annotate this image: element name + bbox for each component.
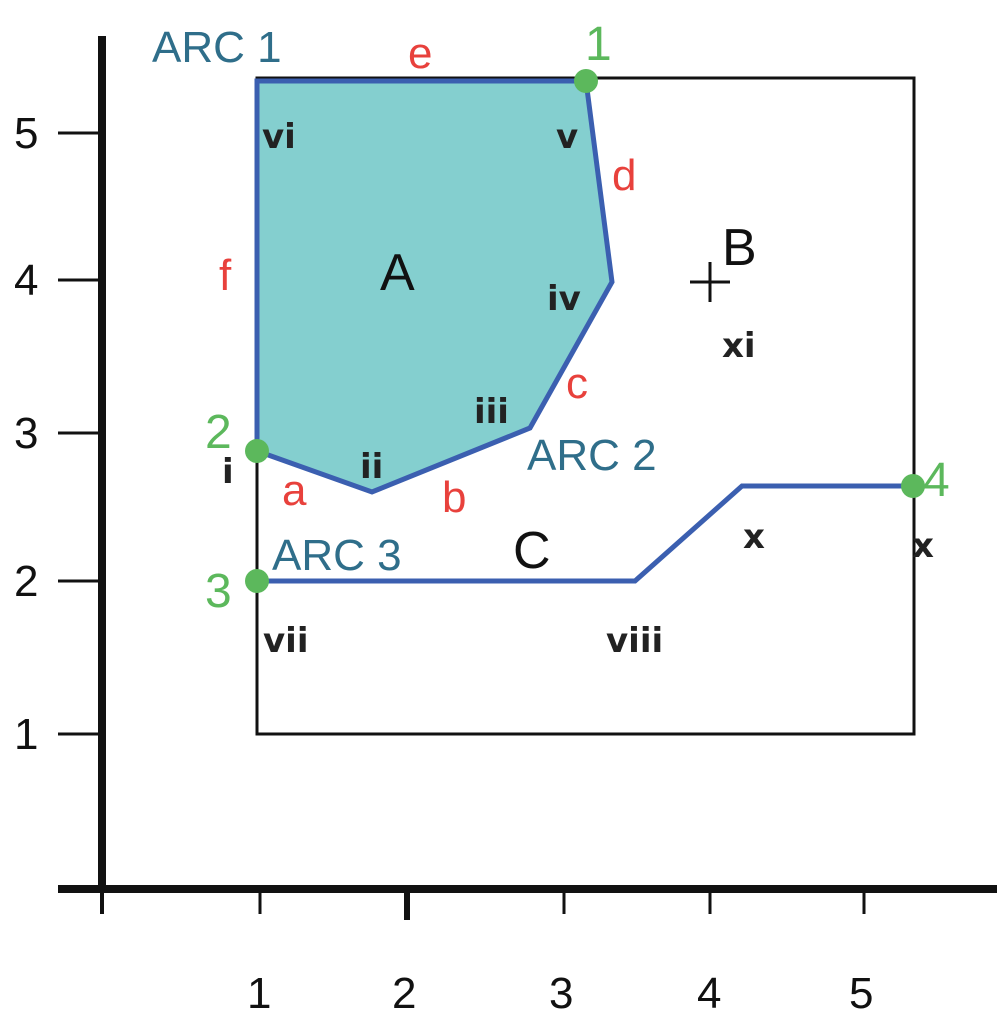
polygon-label-c: C <box>513 522 551 580</box>
vertex-label-x-inner: x <box>743 517 765 557</box>
vertex-label-iv: iv <box>547 279 581 319</box>
x-tick-label-3: 3 <box>549 969 573 1017</box>
y-tick-label-1: 1 <box>14 710 38 759</box>
edge-label-e: e <box>408 29 432 78</box>
node-3-dot <box>245 569 269 593</box>
polygon-a <box>257 81 612 492</box>
y-tick-label-4: 4 <box>14 256 38 305</box>
edge-label-b: b <box>442 473 466 522</box>
edge-label-f: f <box>219 251 232 300</box>
vertex-label-iii: iii <box>474 392 509 432</box>
polygon-label-b: B <box>722 219 757 277</box>
node-1-dot <box>574 69 598 93</box>
edge-label-d: d <box>612 151 636 200</box>
arc-3-label: ARC 3 <box>272 531 402 580</box>
arc-1-line <box>254 78 586 451</box>
x-tick-label-1: 1 <box>247 969 271 1017</box>
node-4-dot <box>901 474 925 498</box>
y-tick-label-3: 3 <box>14 409 38 458</box>
node-3-label: 3 <box>205 565 232 618</box>
edge-label-a: a <box>282 466 307 515</box>
y-tick-label-2: 2 <box>14 557 38 606</box>
arc-1-label: ARC 1 <box>152 23 282 72</box>
arc-3-line <box>257 483 914 584</box>
node-1-label: 1 <box>585 18 612 71</box>
x-tick-label-4: 4 <box>697 969 721 1017</box>
vertex-label-v: v <box>556 117 578 157</box>
x-tick-label-2: 2 <box>392 969 416 1017</box>
node-2-label: 2 <box>205 406 232 459</box>
y-tick-label-5: 5 <box>14 109 38 158</box>
vertex-label-ii: ii <box>360 447 383 487</box>
edge-label-c: c <box>566 359 588 408</box>
arc-2-label: ARC 2 <box>527 431 657 480</box>
polygon-label-a: A <box>380 244 415 302</box>
vertex-label-i: i <box>222 452 234 492</box>
x-tick-label-5: 5 <box>849 969 873 1017</box>
vertex-label-x-outer: x <box>912 526 934 566</box>
vertex-label-xi: xi <box>722 326 756 366</box>
node-4-label: 4 <box>923 454 950 507</box>
vertex-label-vii: vii <box>263 621 308 661</box>
vertex-label-vi: vi <box>262 117 296 157</box>
arc-2-line <box>256 80 615 495</box>
node-2-dot <box>245 439 269 463</box>
vertex-label-viii: viii <box>606 621 663 661</box>
